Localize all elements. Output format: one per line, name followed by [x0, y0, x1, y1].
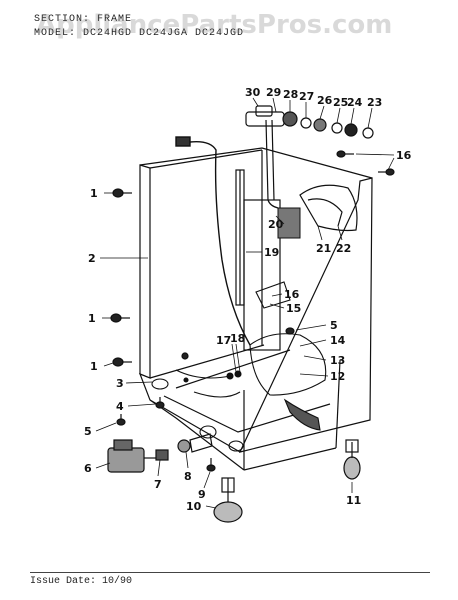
- callout-25: 25: [333, 96, 348, 109]
- blower-housing: [299, 184, 358, 232]
- callout-27: 27: [299, 90, 314, 103]
- callout-1b: 1: [88, 312, 96, 325]
- callout-26: 26: [317, 94, 333, 107]
- cabinet-frame: [138, 147, 373, 471]
- burner-shield: [249, 281, 327, 431]
- base-components: [151, 369, 244, 452]
- watermark-logo: AppliancePartsPros.com: [36, 10, 393, 40]
- callout-20: 20: [268, 218, 284, 231]
- callout-22: 22: [336, 242, 351, 255]
- footer-rule: [30, 572, 430, 573]
- screw-icon: [378, 168, 395, 176]
- screw-icon: [112, 188, 132, 198]
- callout-3: 3: [116, 377, 124, 390]
- power-cord: [175, 136, 251, 346]
- callout-24: 24: [347, 96, 363, 109]
- screw-icon: [181, 352, 189, 360]
- callout-23: 23: [367, 96, 382, 109]
- screw-icon: [110, 313, 130, 323]
- ignitor-bracket: [277, 207, 301, 239]
- gas-valve: [107, 439, 158, 473]
- orifice-parts: [155, 433, 213, 461]
- section-label: SECTION: FRAME: [34, 14, 133, 25]
- leader-lines: [95, 97, 395, 509]
- screw-icon: [116, 414, 126, 426]
- callout-labels: 1 2 1 1 3 4 5 6 7 8 9 10 11 12 13 14 5 1…: [84, 86, 412, 513]
- callout-21: 21: [316, 242, 331, 255]
- callout-1c: 1: [90, 360, 98, 373]
- model-label: MODEL: DC24HGD DC24JGA DC24JGD: [34, 28, 245, 39]
- screw-icon: [155, 397, 165, 409]
- screw-icon: [336, 150, 354, 158]
- screw-icon: [206, 458, 216, 472]
- callout-5a: 5: [84, 425, 92, 438]
- burner-tube-assembly: [235, 119, 281, 351]
- callout-11: 11: [346, 494, 361, 507]
- caster-wheel-icon: [213, 477, 243, 523]
- callout-10: 10: [186, 500, 202, 513]
- callout-16a: 16: [284, 288, 300, 301]
- callout-19: 19: [264, 246, 279, 259]
- gas-manifold: [245, 105, 374, 139]
- callout-18: 18: [230, 332, 245, 345]
- callout-9: 9: [198, 488, 206, 501]
- caster-wheels: [213, 439, 361, 523]
- callout-6: 6: [84, 462, 92, 475]
- callout-13: 13: [330, 354, 345, 367]
- callout-30: 30: [245, 86, 261, 99]
- callout-17: 17: [216, 334, 231, 347]
- callout-28: 28: [283, 88, 298, 101]
- screw-icon: [112, 357, 132, 367]
- screw-icons: [110, 150, 395, 472]
- callout-5b: 5: [330, 319, 338, 332]
- callout-8: 8: [184, 470, 192, 483]
- callout-12: 12: [330, 370, 345, 383]
- callout-2: 2: [88, 252, 96, 265]
- issue-date: Issue Date: 10/90: [30, 576, 133, 587]
- callout-15: 15: [286, 302, 301, 315]
- screw-icon: [285, 327, 295, 335]
- caster-wheel-icon: [343, 439, 361, 480]
- callout-14: 14: [330, 334, 346, 347]
- callout-1a: 1: [90, 187, 98, 200]
- callout-16b: 16: [396, 149, 412, 162]
- callout-7: 7: [154, 478, 162, 491]
- callout-29: 29: [266, 86, 281, 99]
- callout-4: 4: [116, 400, 124, 413]
